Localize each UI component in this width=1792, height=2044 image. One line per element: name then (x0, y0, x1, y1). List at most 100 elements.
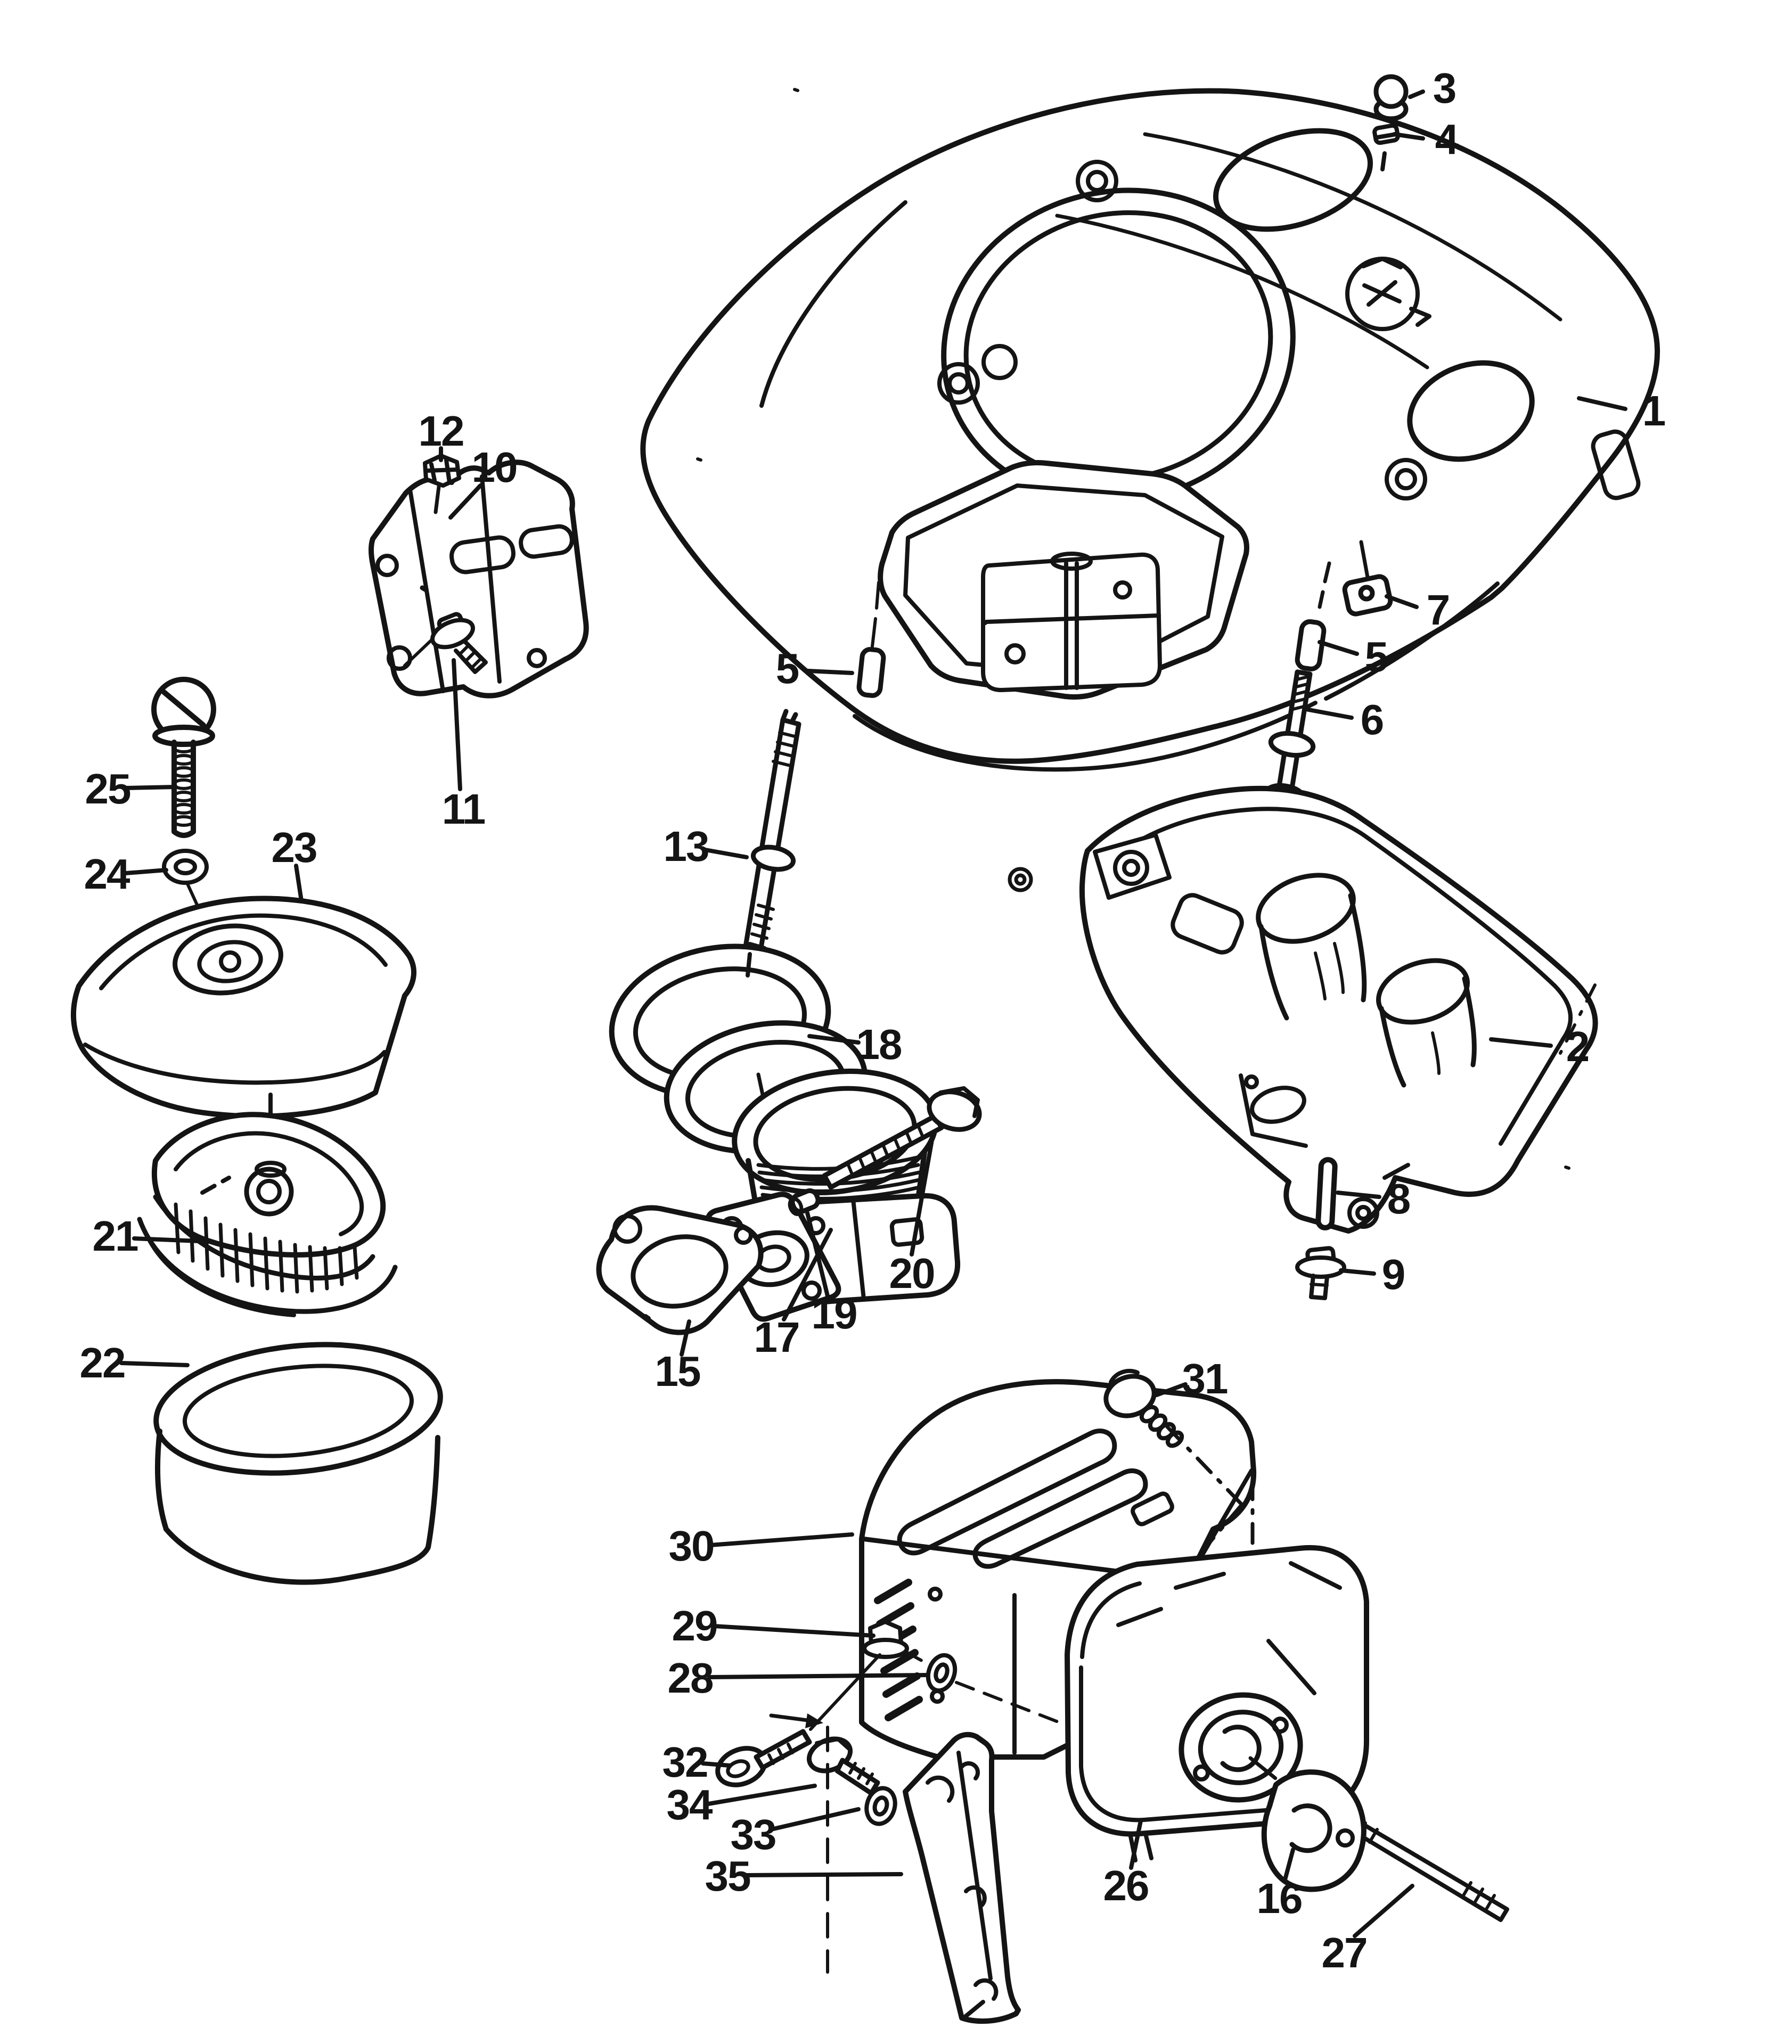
part-label-5: 5 (1364, 633, 1388, 680)
leader-line-35 (743, 1872, 903, 1877)
part-foam-22 (153, 1342, 443, 1585)
leader-line-4 (1392, 132, 1425, 141)
assembly-arrow (769, 1713, 823, 1728)
part-label-27: 27 (1321, 1929, 1368, 1976)
part-square-nut-7 (1342, 540, 1393, 617)
part-screw-31 (1103, 1368, 1184, 1448)
leader-line-28 (707, 1673, 930, 1679)
part-label-4: 4 (1435, 116, 1459, 163)
leader-line-9 (1339, 1268, 1376, 1276)
part-label-8: 8 (1387, 1175, 1411, 1222)
part-label-7: 7 (1426, 586, 1450, 634)
part-bracket-10 (369, 459, 589, 699)
leader-line-18 (807, 1034, 861, 1045)
assembly-dash-line (904, 1650, 1062, 1725)
part-engine-cover (640, 88, 1660, 1170)
part-label-5: 5 (775, 645, 799, 692)
leader-line-33 (769, 1807, 861, 1832)
part-label-17: 17 (754, 1314, 800, 1361)
fuel-cap (1345, 257, 1431, 331)
part-filter-21 (137, 1093, 398, 1317)
leader-line-2 (1489, 1037, 1553, 1048)
part-screw-25 (151, 677, 216, 838)
leader-line-24 (124, 868, 168, 875)
part-muffler-26 (1065, 1545, 1369, 1862)
part-label-3: 3 (1433, 64, 1456, 112)
leader-line-6 (1304, 707, 1354, 720)
part-lower-housing (1079, 785, 1598, 1234)
part-label-9: 9 (1381, 1251, 1405, 1298)
part-label-30: 30 (668, 1522, 715, 1570)
part-label-26: 26 (1103, 1862, 1150, 1909)
part-nut-29 (862, 1620, 909, 1659)
part-bracket-35 (903, 1731, 1021, 2024)
part-label-16: 16 (1256, 1875, 1303, 1922)
part-label-15: 15 (654, 1348, 701, 1395)
detail-small-circle (1008, 867, 1033, 892)
leader-line-31 (1155, 1382, 1188, 1397)
leader-line-29 (711, 1624, 875, 1638)
leader-line-1 (1577, 396, 1627, 411)
part-bushing-19 (788, 1188, 821, 1216)
leader-line-7 (1385, 594, 1419, 609)
part-cap-3 (1373, 74, 1409, 121)
part-washer-28 (926, 1653, 958, 1693)
part-label-21: 21 (92, 1212, 139, 1260)
leader-line-20 (910, 1132, 935, 1257)
part-label-11: 11 (441, 785, 486, 833)
part-gasket-15 (596, 1205, 764, 1335)
part-bolt-11 (430, 612, 488, 674)
part-label-20: 20 (889, 1250, 936, 1297)
part-washer-24 (162, 849, 212, 937)
part-label-28: 28 (667, 1654, 714, 1702)
part-label-33: 33 (730, 1811, 777, 1858)
leader-line-11 (452, 658, 462, 791)
part-label-18: 18 (856, 1021, 903, 1068)
part-spacer-5-right (1295, 561, 1331, 671)
part-label-23: 23 (271, 824, 318, 871)
leader-line-13 (703, 848, 749, 859)
part-label-31: 31 (1182, 1355, 1229, 1402)
part-label-25: 25 (85, 765, 132, 812)
part-pin-8 (1315, 1157, 1338, 1230)
leader-line-5 (1318, 640, 1359, 656)
leader-line-15 (680, 1319, 691, 1357)
leader-line-5 (805, 669, 854, 675)
leader-line-30 (708, 1532, 854, 1547)
part-bolt-20 (822, 1086, 982, 1190)
part-label-1: 1 (1642, 387, 1666, 434)
part-label-6: 6 (1360, 696, 1384, 743)
part-label-22: 22 (79, 1339, 126, 1386)
part-nut-4 (1372, 123, 1400, 171)
leader-line-21 (132, 1236, 213, 1244)
leader-line-8 (1336, 1191, 1381, 1199)
part-label-2: 2 (1566, 1023, 1590, 1070)
leader-line-32 (701, 1761, 732, 1768)
part-label-32: 32 (662, 1738, 709, 1786)
part-label-29: 29 (672, 1602, 718, 1649)
leader-line-22 (119, 1361, 190, 1367)
leader-line-23 (294, 864, 304, 903)
leader-line-16 (1282, 1848, 1295, 1884)
leader-line-10 (448, 483, 482, 520)
part-label-35: 35 (705, 1852, 751, 1900)
part-bolt-9 (1295, 1246, 1346, 1300)
leader-line-19 (805, 1211, 830, 1298)
part-label-34: 34 (666, 1781, 713, 1828)
leader-line-26 (1129, 1819, 1143, 1870)
leader-line-25 (125, 785, 178, 790)
leader-line-3 (1408, 89, 1425, 99)
part-label-10: 10 (471, 444, 518, 491)
part-label-12: 12 (418, 407, 465, 455)
part-screw-34 (806, 1736, 880, 1796)
leader-line-17 (782, 1228, 833, 1321)
part-screw-32 (715, 1653, 881, 1787)
part-spacer-5-left (856, 581, 886, 698)
part-cleaner-cover-23 (70, 896, 416, 1119)
leader-lines (119, 89, 1627, 1938)
part-label-19: 19 (811, 1290, 858, 1337)
part-label-13: 13 (663, 823, 710, 870)
